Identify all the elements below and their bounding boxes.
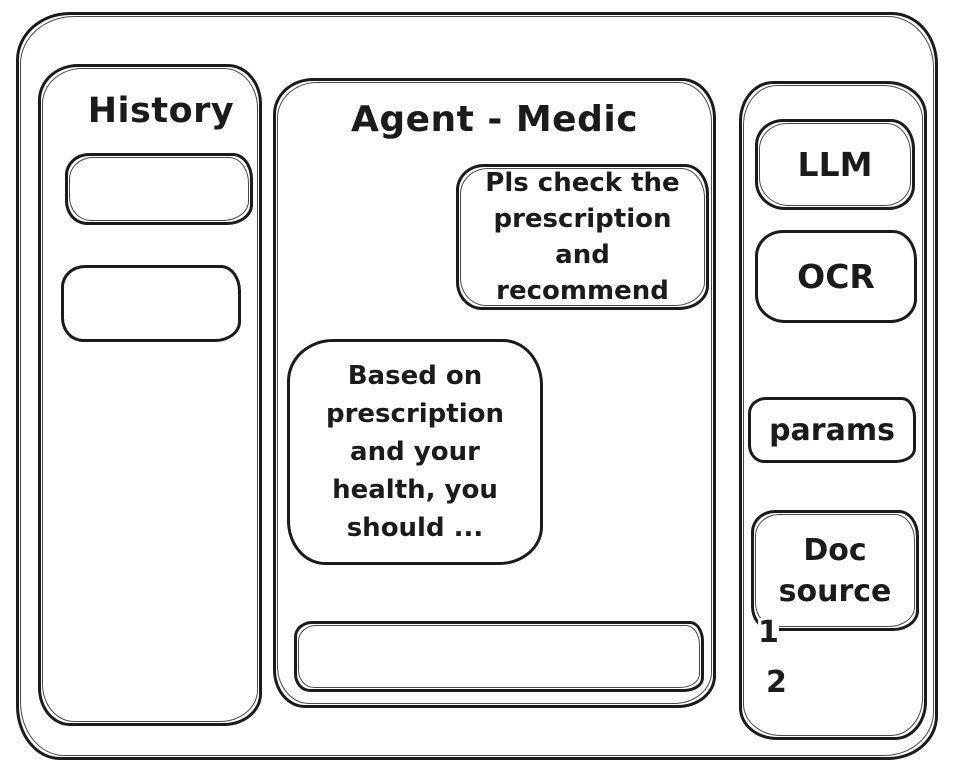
doc-source-item-1[interactable]: 1 [758,615,779,650]
message-input[interactable] [297,624,701,689]
doc-source-item-2[interactable]: 2 [766,665,787,700]
history-item[interactable] [61,265,241,342]
history-panel: History [38,64,262,726]
message-input-box[interactable] [294,621,704,692]
chat-title: Agent - Medic [350,99,639,140]
llm-button[interactable]: LLM [755,119,915,210]
history-item[interactable] [65,153,253,225]
tools-panel: LLM OCR params Doc source 1 2 [739,81,927,740]
chat-panel: Agent - Medic Pls check the prescription… [273,78,716,708]
user-message-bubble: Pls check the prescription and recommend [456,164,709,310]
ocr-button[interactable]: OCR [755,230,917,323]
assistant-message-bubble: Based on prescription and your health, y… [287,339,543,565]
history-title: History [87,91,235,131]
doc-source-button[interactable]: Doc source [751,510,919,631]
params-button[interactable]: params [748,397,916,463]
